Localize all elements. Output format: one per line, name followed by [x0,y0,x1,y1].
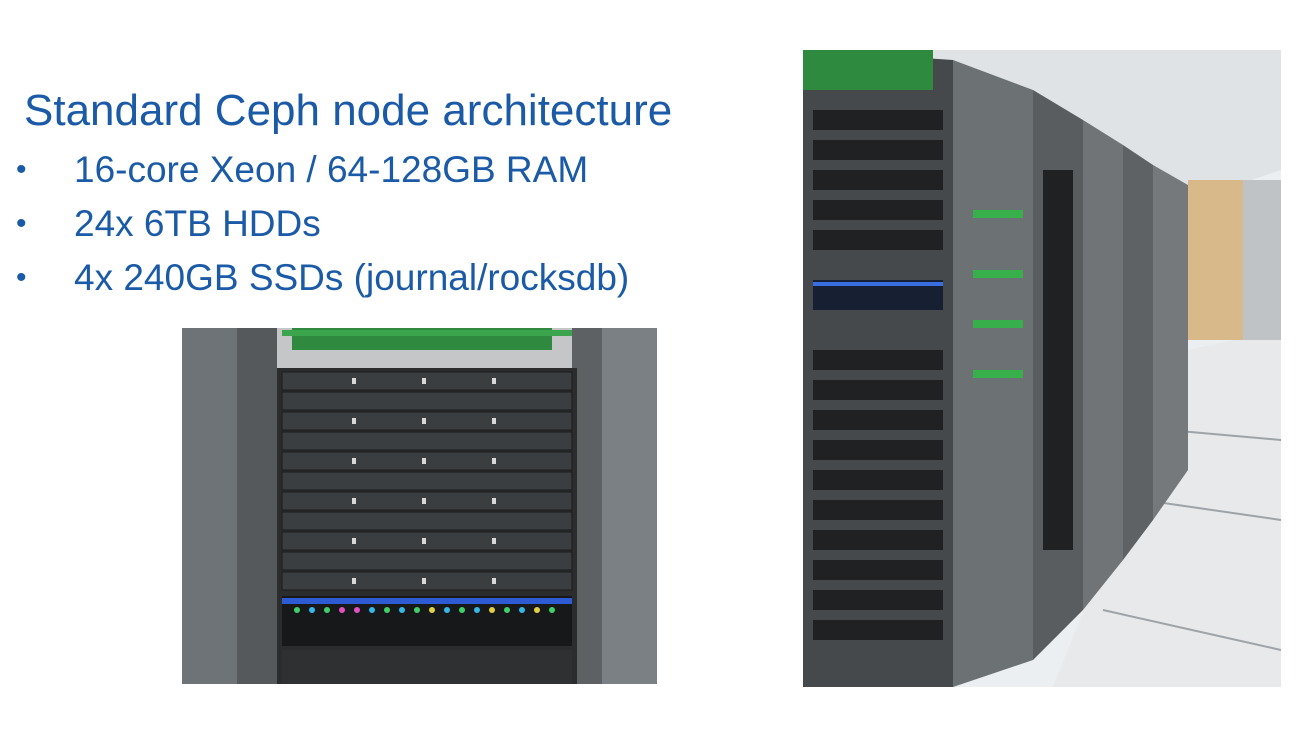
bullet-text: 16-core Xeon / 64-128GB RAM [74,149,589,190]
bullet-marker: • [16,207,27,240]
datacenter-aisle-photo [803,50,1281,687]
bullet-marker: • [16,153,27,186]
server-rack-photo [182,328,657,684]
bullet-text: 4x 240GB SSDs (journal/rocksdb) [74,257,630,298]
bullet-text: 24x 6TB HDDs [74,203,321,244]
slide-title: Standard Ceph node architecture [24,86,673,135]
bullet-marker: • [16,261,27,294]
